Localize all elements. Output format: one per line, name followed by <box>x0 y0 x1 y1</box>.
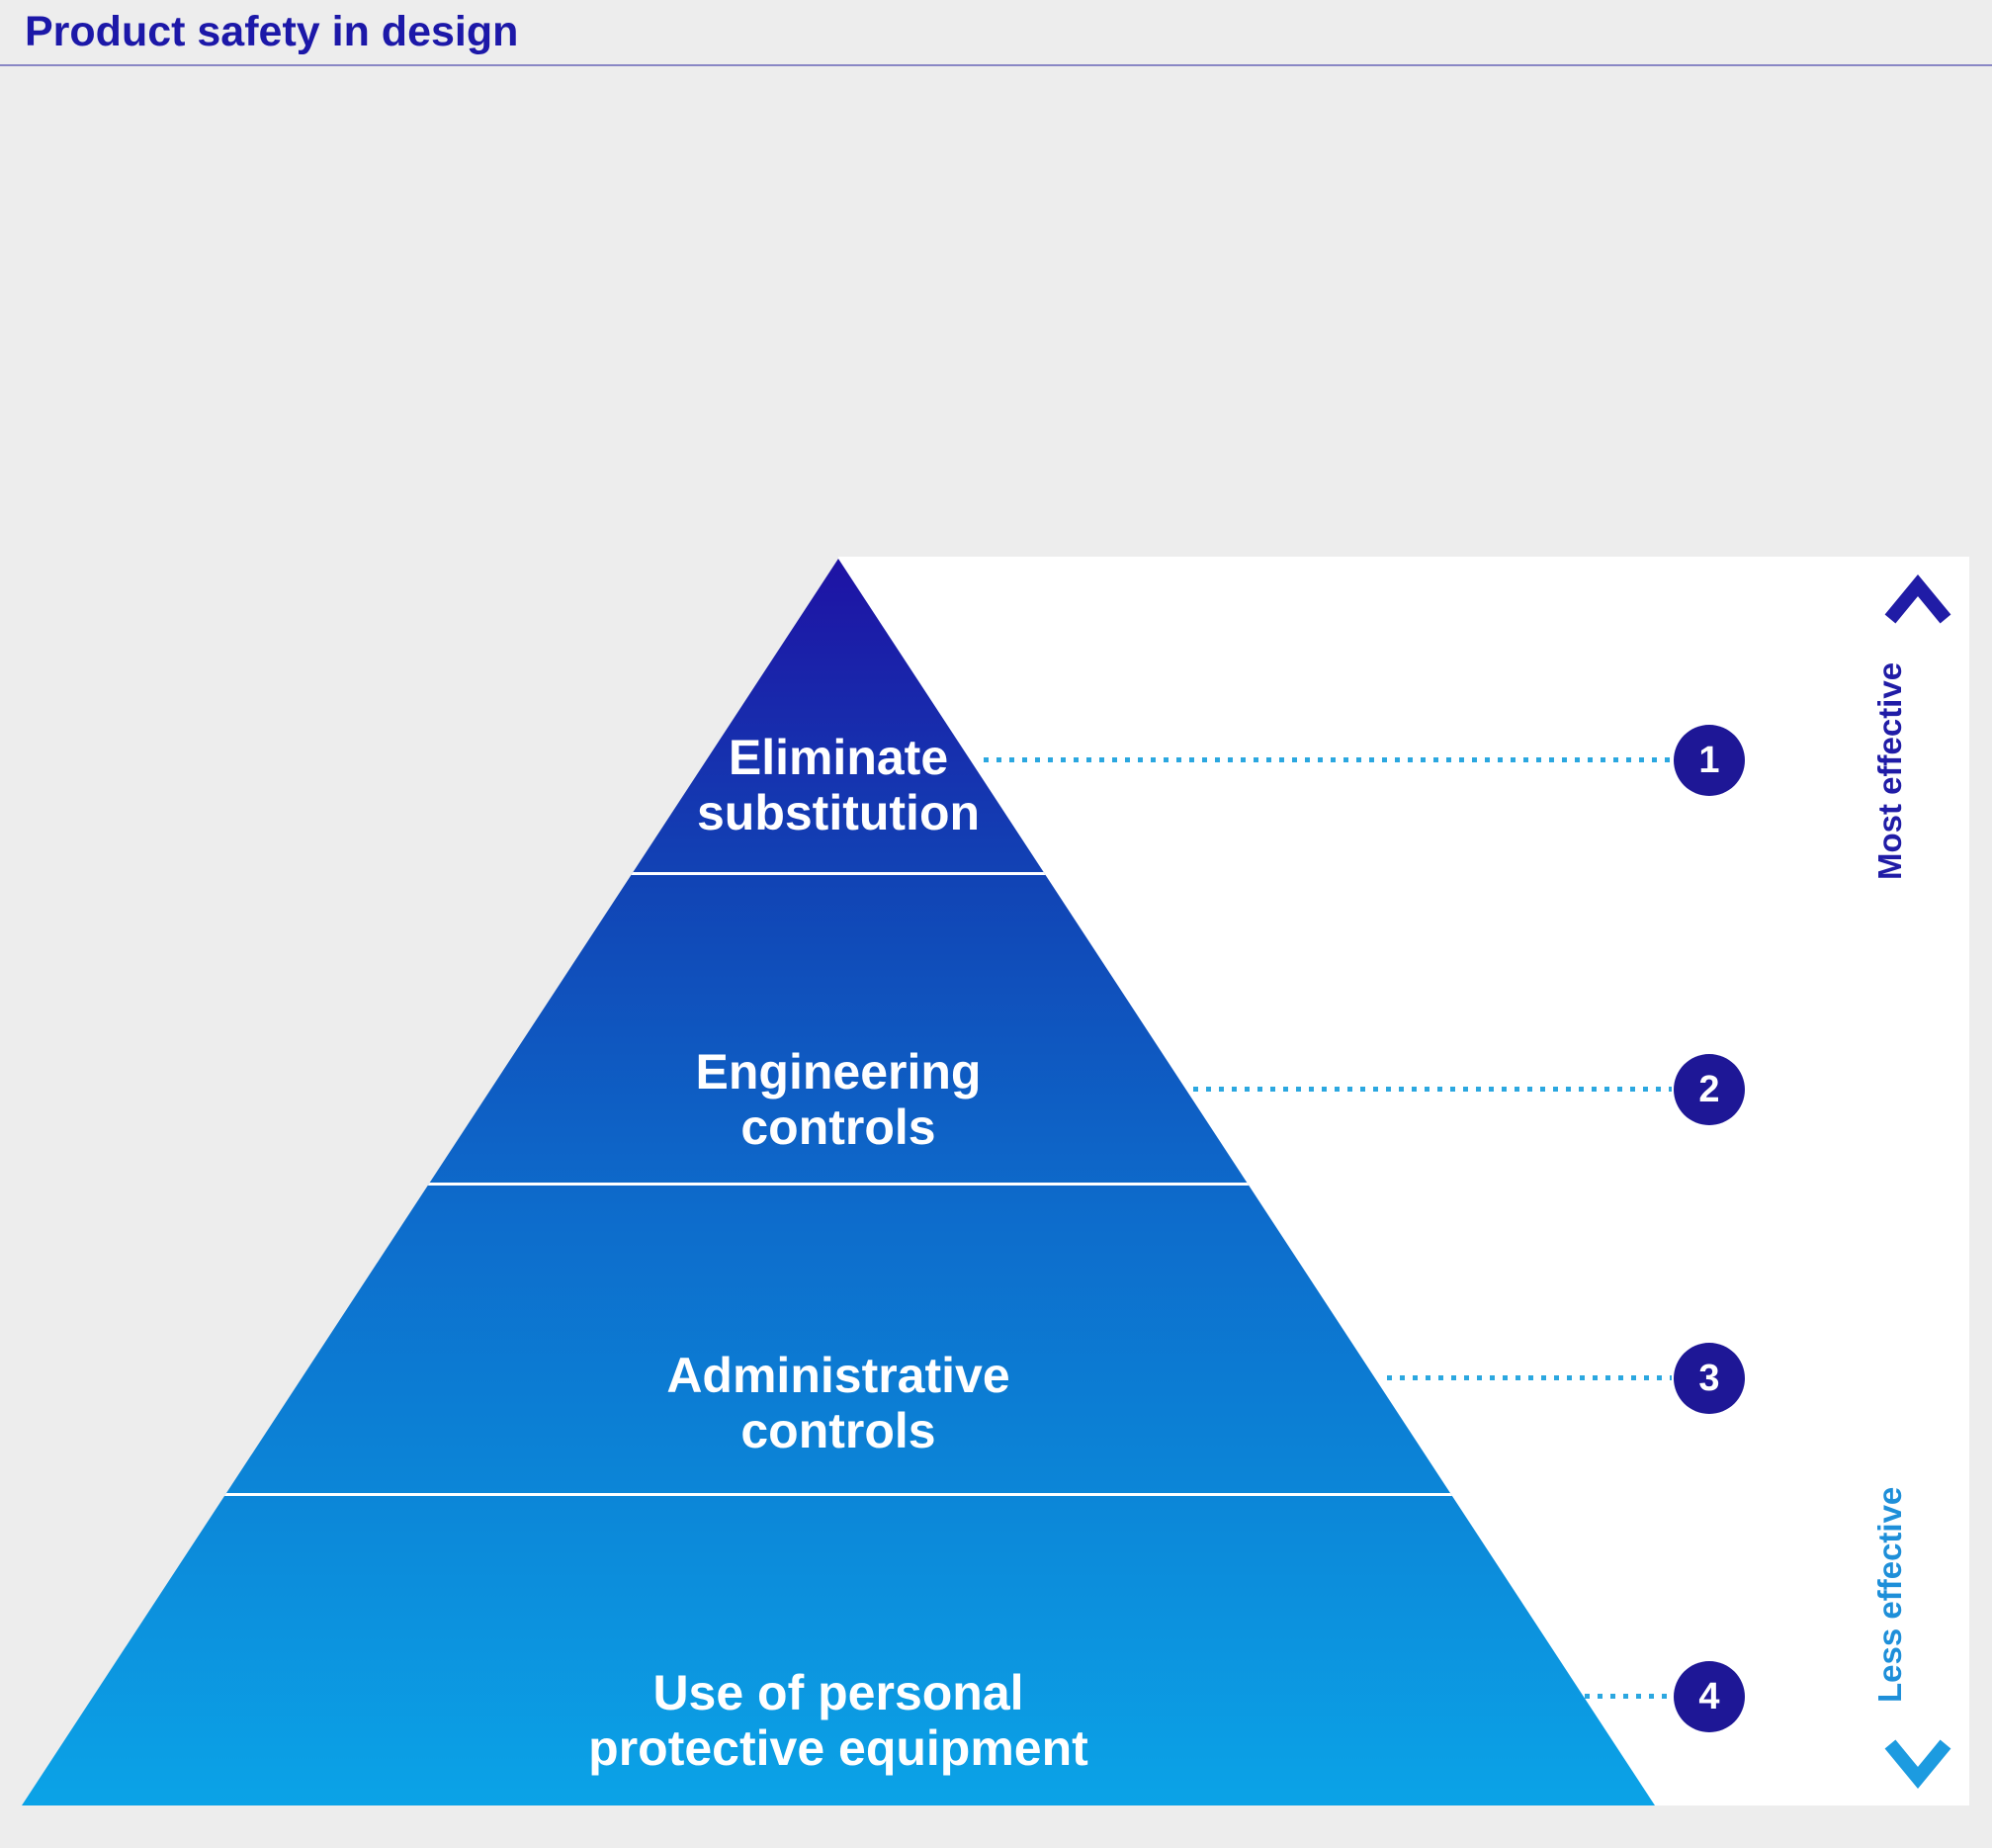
tier-label-administrative-controls: Administrative controls <box>22 1348 1655 1458</box>
page-title: Product safety in design <box>25 8 519 55</box>
tier-divider-2 <box>22 1183 1655 1186</box>
tier-divider-3 <box>22 1493 1655 1496</box>
tier-label-eliminate-substitution: Eliminate substitution <box>22 730 1655 840</box>
tier-label-line: controls <box>740 1100 936 1155</box>
tier-label-line: Administrative <box>666 1348 1010 1403</box>
number-badge-4: 4 <box>1674 1661 1745 1732</box>
most-effective-label: Most effective <box>1871 661 1908 881</box>
dotted-connector-4 <box>1585 1694 1672 1699</box>
dotted-connector-3 <box>1387 1375 1672 1380</box>
dotted-connector-2 <box>1193 1087 1672 1092</box>
number-badge-2: 2 <box>1674 1054 1745 1125</box>
header-divider <box>0 64 1992 66</box>
tier-divider-1 <box>22 872 1655 875</box>
dotted-connector-1 <box>984 757 1672 762</box>
tier-label-line: protective equipment <box>588 1720 1088 1776</box>
effectiveness-arrow-icon <box>1883 573 1952 1790</box>
tier-label-personal-protective-equipment: Use of personal protective equipment <box>22 1665 1655 1776</box>
number-badge-1: 1 <box>1674 725 1745 796</box>
tier-label-line: controls <box>740 1403 936 1458</box>
tier-label-line: Engineering <box>695 1044 982 1100</box>
tier-label-line: Eliminate <box>728 730 949 785</box>
tier-label-line: substitution <box>696 785 981 840</box>
tier-label-engineering-controls: Engineering controls <box>22 1044 1655 1155</box>
number-badge-3: 3 <box>1674 1343 1745 1414</box>
less-effective-label: Less effective <box>1871 1486 1908 1704</box>
tier-label-line: Use of personal <box>652 1665 1024 1720</box>
